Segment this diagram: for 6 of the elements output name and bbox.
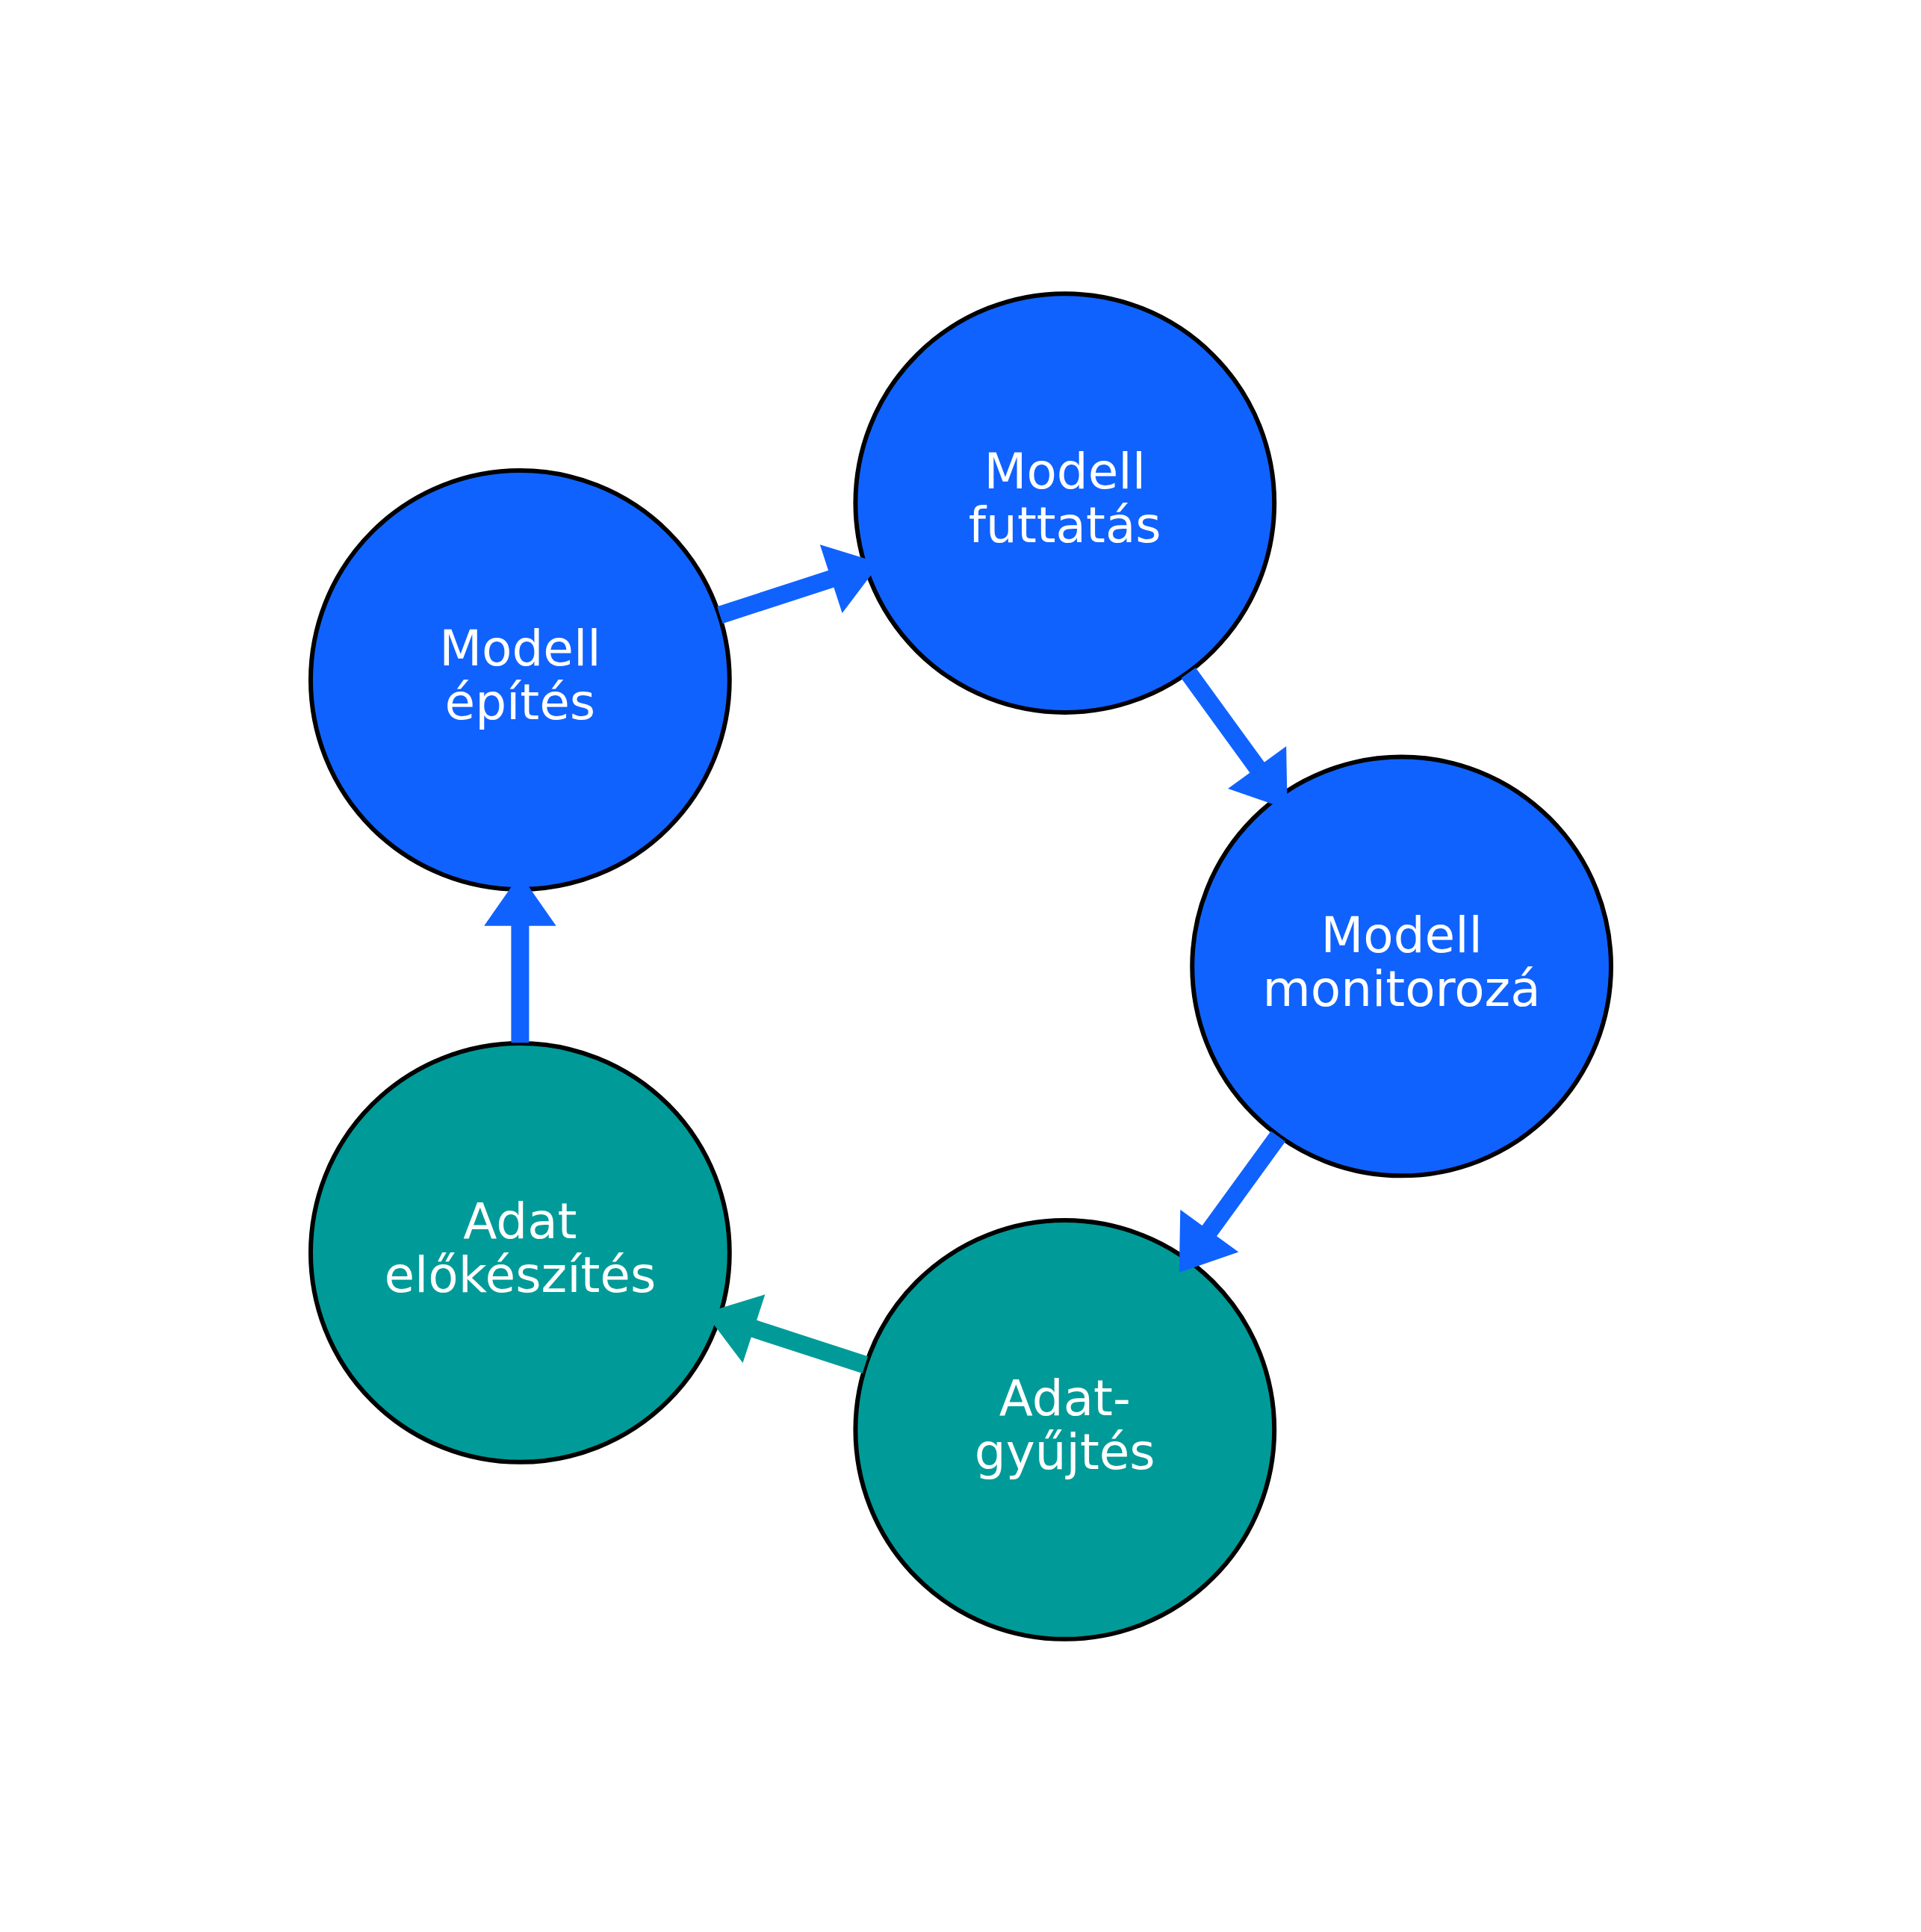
node-circle: Modell építés: [308, 468, 732, 892]
node-circle: Modell monitorozá: [1189, 754, 1613, 1178]
node-circle: Adat- gyűjtés: [852, 1217, 1276, 1641]
node-circle: Adat előkészítés: [308, 1040, 732, 1464]
node-circle: Modell futtatás: [852, 291, 1276, 715]
arrow: [1179, 1131, 1285, 1273]
